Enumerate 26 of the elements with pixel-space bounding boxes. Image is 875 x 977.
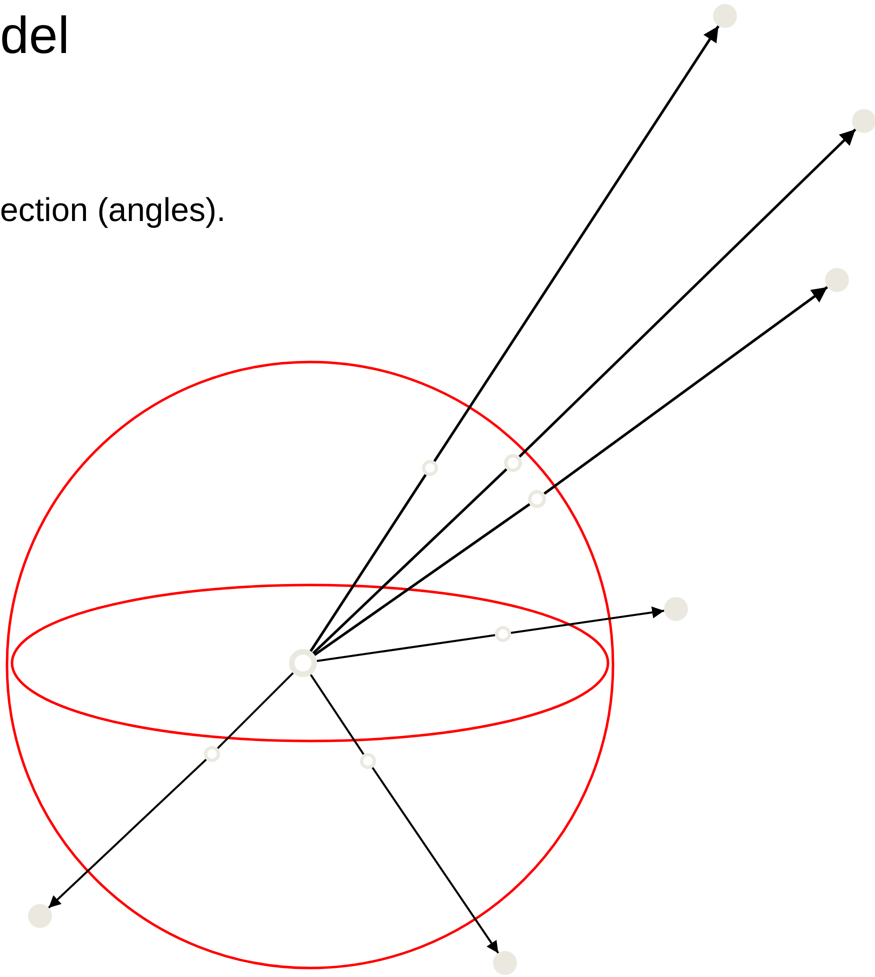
line [310, 674, 364, 755]
line [310, 474, 427, 652]
line [316, 634, 496, 662]
line [314, 503, 530, 656]
arrow [48, 758, 207, 908]
point-ring [504, 454, 522, 472]
point-dot [713, 4, 737, 28]
arrow [544, 286, 828, 495]
title: del [0, 6, 70, 66]
point-dot [664, 597, 688, 621]
point-ring [422, 460, 438, 476]
point-dot [493, 951, 517, 975]
body-text: ection (angles). [0, 190, 226, 230]
arrow [372, 767, 500, 954]
point-ring [495, 626, 511, 642]
arrow [518, 128, 856, 458]
point-ring [204, 746, 220, 762]
point-dot [28, 904, 52, 928]
arrow [510, 606, 664, 634]
line [312, 468, 508, 654]
line [216, 672, 294, 750]
arrow [433, 25, 720, 462]
point-ring [528, 490, 546, 508]
point-ring [289, 649, 317, 677]
point-ring [360, 753, 376, 769]
point-dot [825, 268, 849, 292]
